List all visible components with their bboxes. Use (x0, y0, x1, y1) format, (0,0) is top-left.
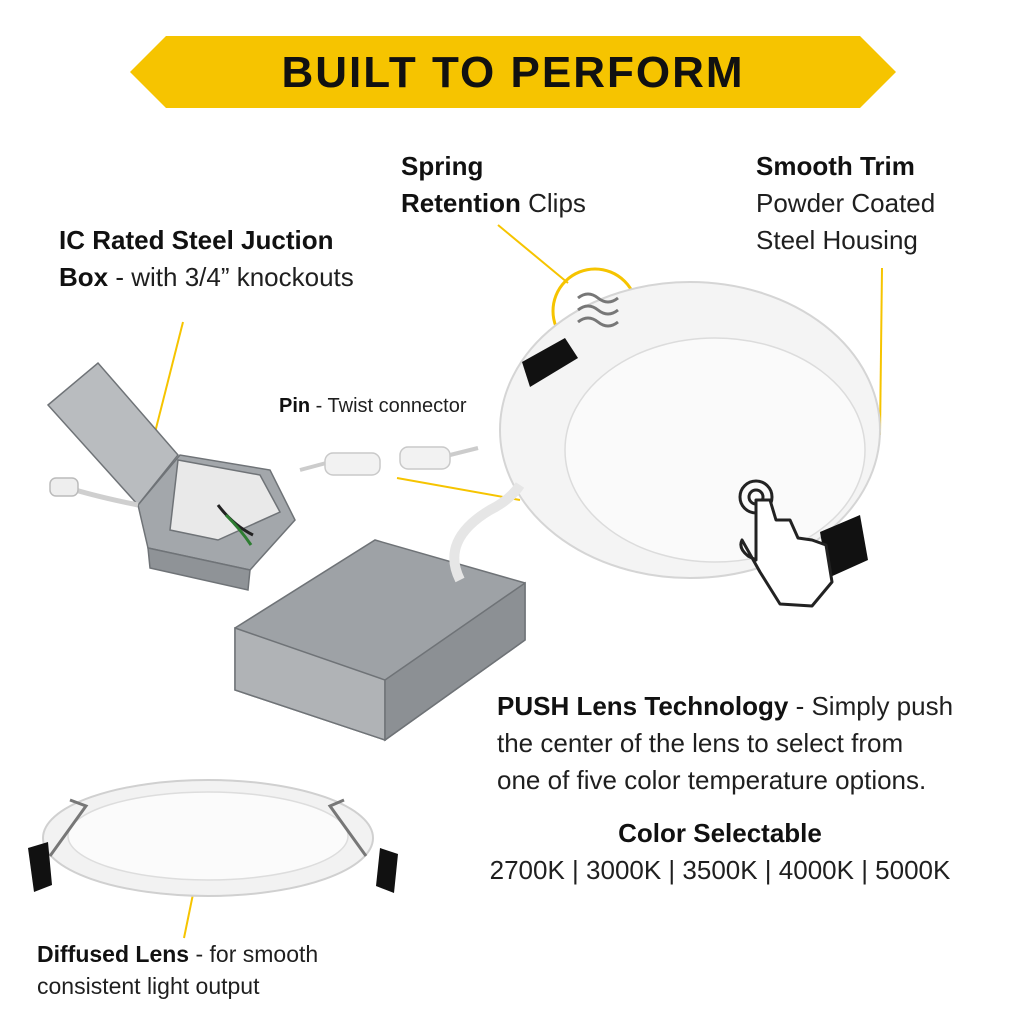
pin-leader-line (396, 477, 521, 501)
junction-label-bold1: IC Rated Steel Juction (59, 225, 334, 255)
spring-label-bold1: Spring (401, 151, 484, 181)
pin-connector-label: Pin - Twist connector (279, 394, 466, 418)
title-banner: BUILT TO PERFORM (130, 36, 896, 108)
push-label-line3: one of five color temperature options. (497, 765, 927, 795)
color-label-title: Color Selectable (618, 818, 822, 848)
color-label-options: 2700K | 3000K | 3500K | 4000K | 5000K (489, 855, 951, 885)
trim-leader-line (879, 267, 883, 436)
push-lens-label: PUSH Lens Technology - Simply push the c… (497, 688, 953, 799)
junction-box (46, 361, 296, 591)
spring-label-bold2: Retention (401, 188, 521, 218)
push-label-line2: the center of the lens to select from (497, 728, 904, 758)
lens-label-line2: consistent light output (37, 973, 260, 999)
push-label-bold: PUSH Lens Technology (497, 691, 789, 721)
trim-label-line2: Powder Coated (756, 188, 936, 218)
banner-title: BUILT TO PERFORM (281, 48, 745, 97)
driver-box (234, 482, 526, 742)
color-selectable-label: Color Selectable 2700K | 3000K | 3500K |… (440, 815, 1000, 889)
banner-shape (130, 36, 896, 108)
trim-label-bold: Smooth Trim (756, 151, 915, 181)
pin-label-bold: Pin (279, 395, 311, 417)
lens-label-bold: Diffused Lens (37, 941, 190, 967)
downlight-top (499, 281, 881, 579)
smooth-trim-label: Smooth Trim Powder Coated Steel Housing (756, 148, 935, 259)
spring-label-rest: Clips (520, 188, 586, 218)
twist-connector (299, 446, 479, 476)
spring-clips-label: Spring Retention Clips (401, 148, 586, 222)
junction-label-bold2: Box (59, 262, 109, 292)
diffused-lens-label: Diffused Lens - for smooth consistent li… (37, 938, 318, 1002)
spring-leader-line (497, 224, 569, 284)
junction-box-label: IC Rated Steel Juction Box - with 3/4” k… (59, 222, 354, 296)
downlight-bottom (28, 779, 398, 897)
trim-label-line3: Steel Housing (756, 225, 918, 255)
hand-pointer-icon (738, 479, 834, 608)
pin-label-rest: - Twist connector (310, 395, 467, 417)
lens-label-rest: - for smooth (189, 941, 319, 967)
junction-label-rest: - with 3/4” knockouts (108, 262, 354, 292)
push-label-rest1: - Simply push (788, 691, 954, 721)
